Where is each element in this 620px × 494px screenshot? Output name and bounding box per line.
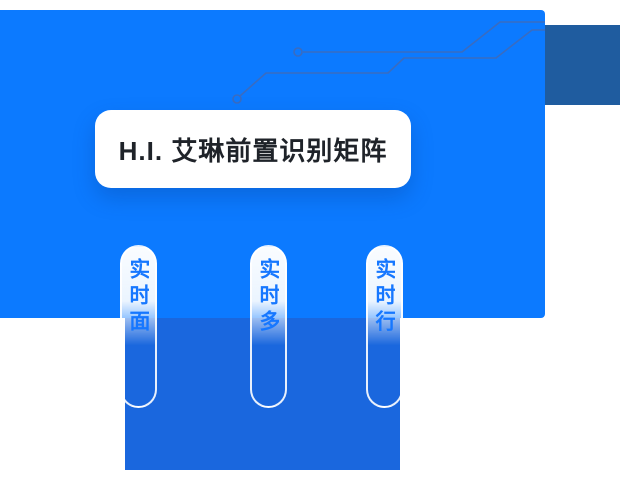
title-card: H.I. 艾琳前置识别矩阵 — [95, 110, 411, 188]
feature-tag-1-label: 实时面 — [127, 258, 150, 336]
feature-tag-3: 实时行 — [366, 245, 403, 408]
feature-tag-1: 实时面 — [120, 245, 157, 408]
feature-tag-2: 实时多 — [250, 245, 287, 408]
feature-tag-2-label: 实时多 — [257, 258, 280, 336]
feature-tag-3-label: 实时行 — [373, 258, 396, 336]
corner-accent-block — [545, 25, 620, 105]
section-title: H.I. 艾琳前置识别矩阵 — [118, 135, 388, 166]
